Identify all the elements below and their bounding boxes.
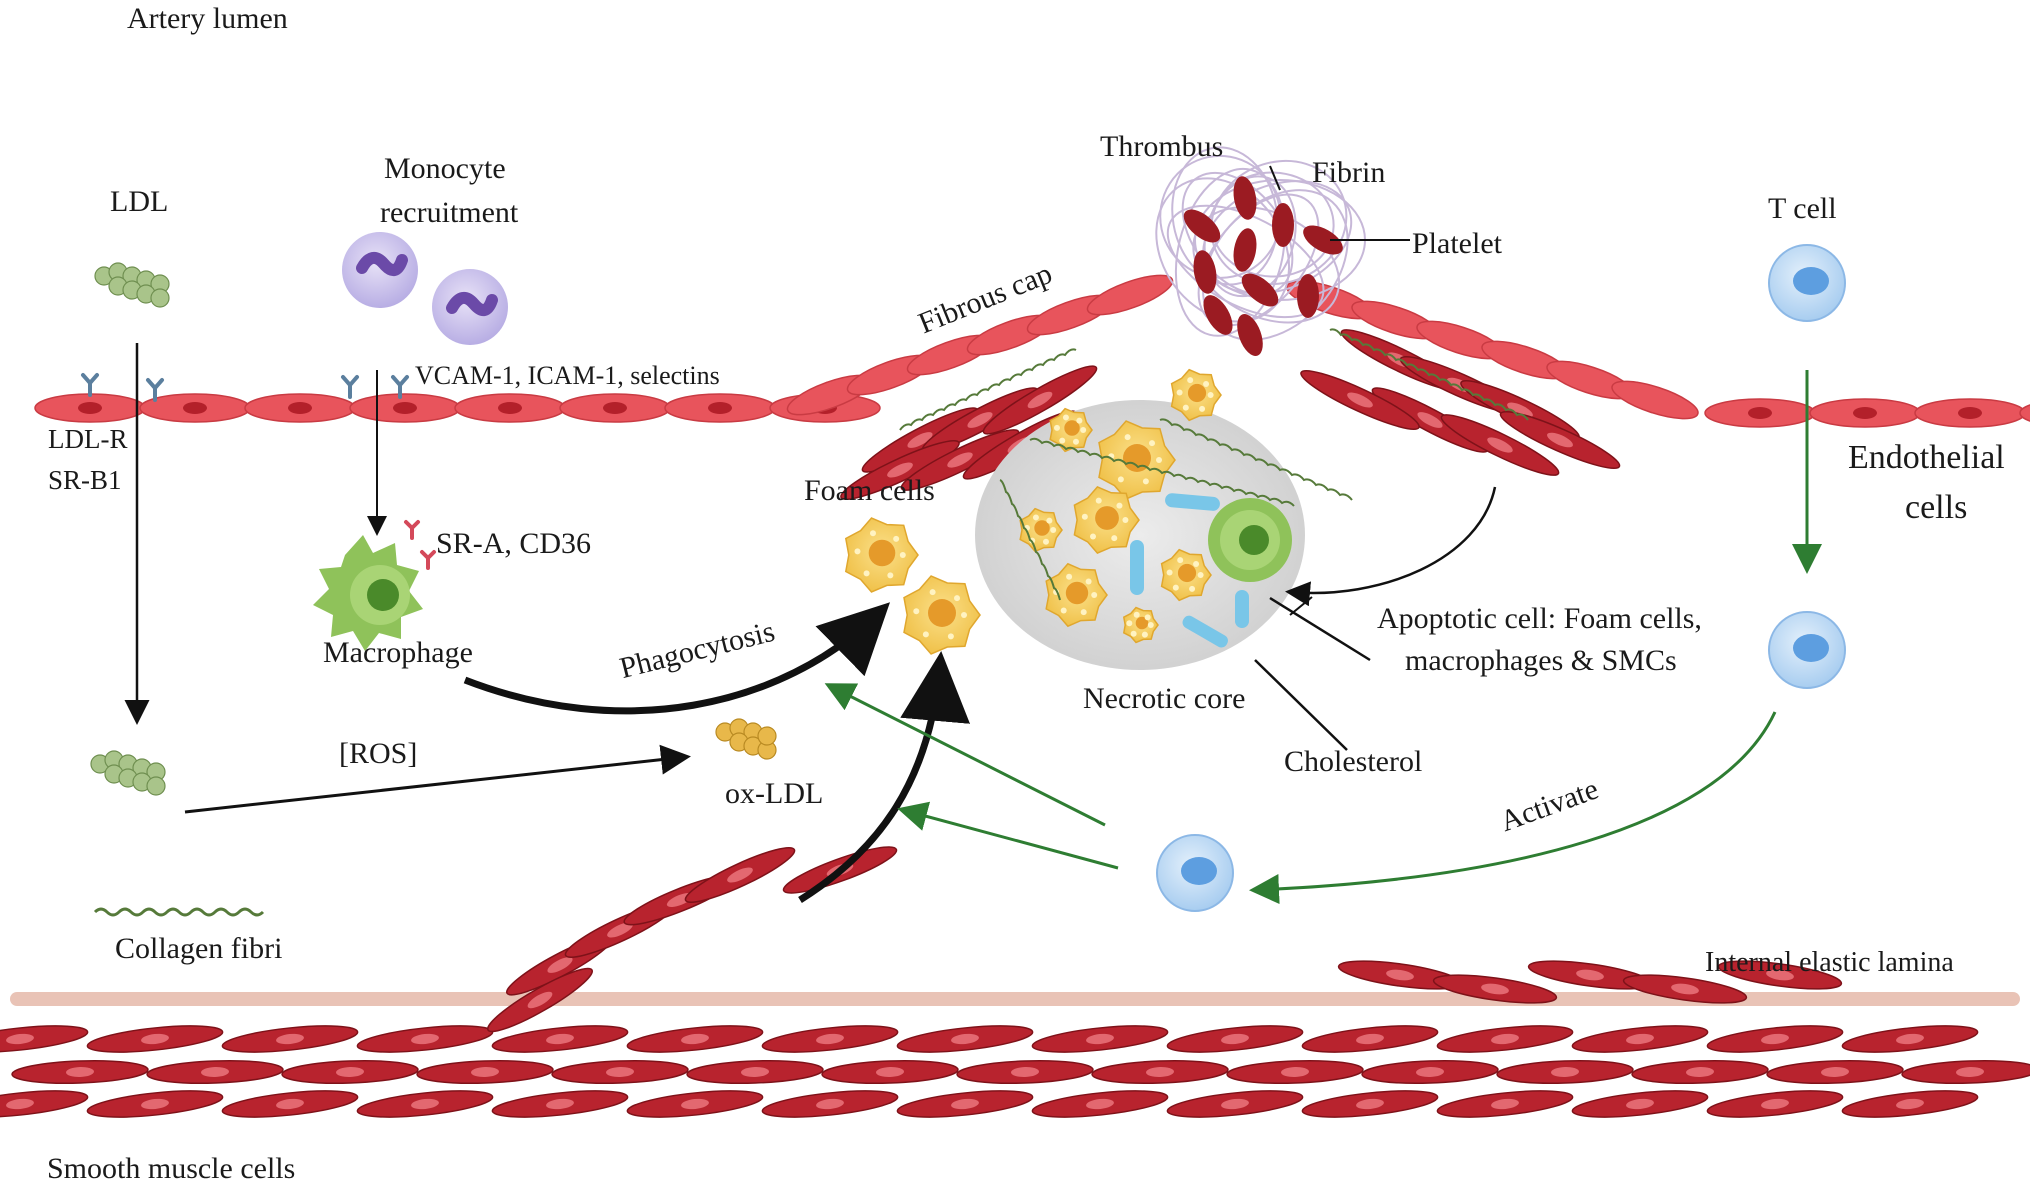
label-vcam: VCAM-1, ICAM-1, selectins xyxy=(415,361,720,390)
green-arrows xyxy=(824,370,1822,905)
core-foam-cells xyxy=(1019,368,1222,644)
collagen-legend-icon xyxy=(93,907,265,917)
foam-cells-free xyxy=(844,517,981,655)
monocyte-cells xyxy=(342,232,508,345)
label-monocyte-line1: Monocyte xyxy=(384,152,506,185)
label-ros: [ROS] xyxy=(339,737,418,770)
label-ldl-r: LDL-R xyxy=(48,424,128,454)
receptor-icons xyxy=(81,373,409,402)
thrombus xyxy=(1155,146,1366,357)
endothelial-layer xyxy=(34,274,2030,428)
label-necrotic-core: Necrotic core xyxy=(1083,682,1246,715)
label-ox-ldl: ox-LDL xyxy=(725,777,824,810)
ldl-particles-top xyxy=(94,262,170,308)
label-cholesterol: Cholesterol xyxy=(1284,745,1423,778)
black-arrows xyxy=(124,165,1497,903)
label-t-cell: T cell xyxy=(1768,192,1837,225)
label-apoptotic-line2: macrophages & SMCs xyxy=(1405,644,1677,677)
label-smooth-muscle-cells: Smooth muscle cells xyxy=(47,1152,296,1185)
label-apoptotic-line1: Apoptotic cell: Foam cells, xyxy=(1377,602,1702,635)
macrophage-cell xyxy=(313,520,436,651)
label-foam-cells: Foam cells xyxy=(804,474,935,507)
smooth-muscle-layer xyxy=(0,960,2030,1118)
label-platelet: Platelet xyxy=(1412,227,1502,260)
label-collagen: Collagen fibri xyxy=(115,932,283,965)
label-monocyte-line2: recruitment xyxy=(380,196,519,229)
label-endothelial-line1: Endothelial xyxy=(1848,439,2005,476)
label-macrophage: Macrophage xyxy=(323,636,473,669)
collagen-fibers xyxy=(899,328,1529,601)
label-sra-cd36: SR-A, CD36 xyxy=(436,527,592,560)
label-endothelial-line2: cells xyxy=(1905,489,1968,526)
label-fibrin: Fibrin xyxy=(1312,156,1386,189)
label-ldl: LDL xyxy=(110,185,169,218)
label-internal-elastic-lamina: Internal elastic lamina xyxy=(1705,947,1954,978)
core-macrophage xyxy=(1208,498,1292,582)
migrating-smc xyxy=(486,846,898,1033)
ldl-particles-bottom xyxy=(90,750,166,796)
ox-ldl-particles xyxy=(715,718,777,760)
label-thrombus: Thrombus xyxy=(1100,130,1224,163)
label-sr-b1: SR-B1 xyxy=(48,465,122,495)
label-artery-lumen: Artery lumen xyxy=(127,2,288,35)
t-cells xyxy=(1156,244,1846,912)
